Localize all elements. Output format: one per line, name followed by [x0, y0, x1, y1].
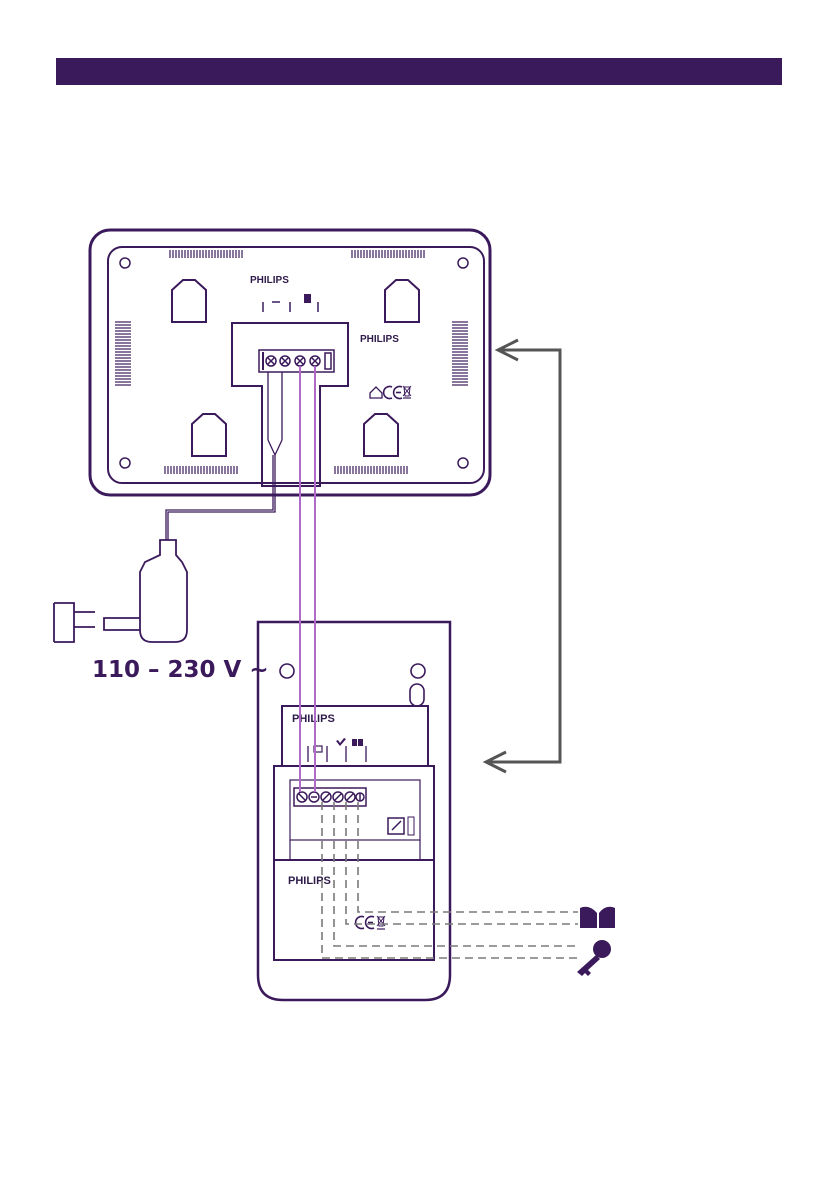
outdoor-brand-bottom: PHILIPS	[288, 875, 331, 887]
voltage-label: 110 – 230 V ~	[92, 657, 269, 683]
monitor-brand-top: PHILIPS	[250, 275, 289, 286]
outdoor-ce-mark-icon	[356, 916, 385, 929]
gate-icon	[580, 907, 615, 928]
key-icon	[577, 940, 611, 976]
power-adapter	[54, 540, 187, 642]
monitor-brand-right: PHILIPS	[360, 334, 399, 345]
outdoor-unit	[258, 622, 450, 1000]
monitor-switch	[304, 294, 311, 303]
outdoor-brand-plate: PHILIPS	[292, 713, 335, 725]
outdoor-unit-icons	[336, 738, 363, 746]
outdoor-terminal-block	[294, 788, 414, 835]
bus-wires	[300, 366, 315, 792]
ce-mark-icon	[370, 386, 411, 399]
monitor-vents	[115, 250, 468, 474]
connection-arrow	[486, 340, 560, 772]
monitor-terminal-block	[259, 350, 334, 372]
